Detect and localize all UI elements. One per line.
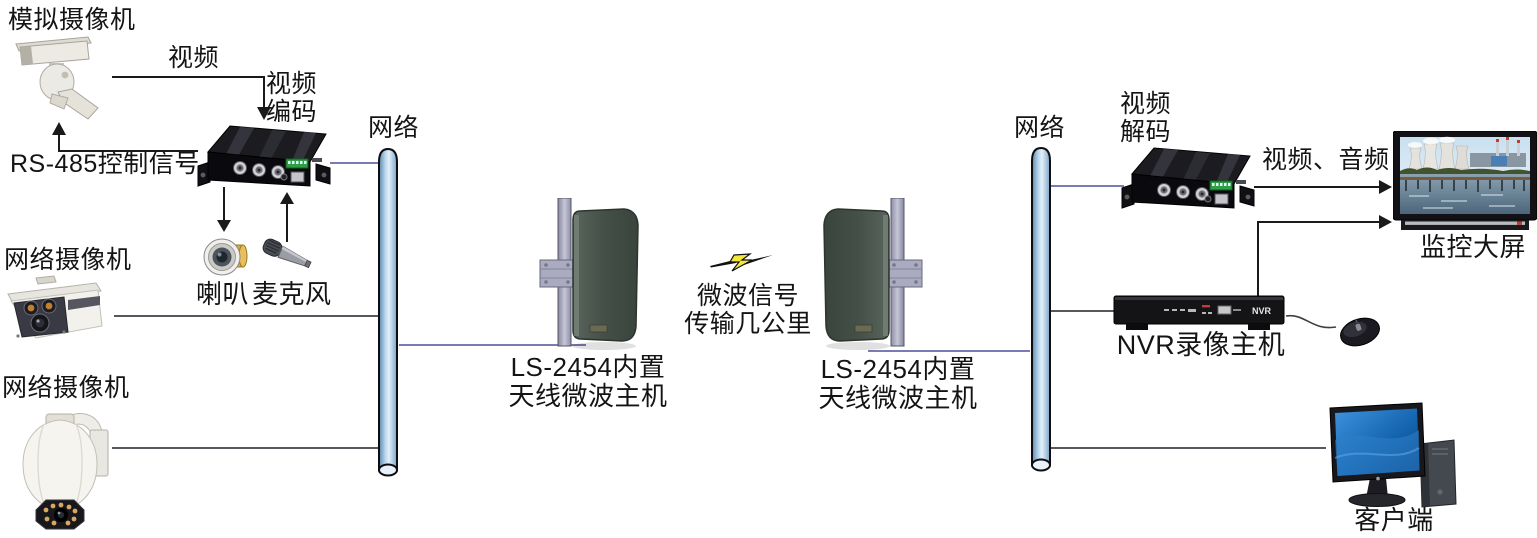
mouse-cable xyxy=(1285,314,1337,329)
microwave-label-line2: 传输几公里 xyxy=(684,310,812,338)
video-link-label: 视频 xyxy=(168,44,220,72)
speaker-arrow-line xyxy=(217,187,231,232)
rs485-signal-line xyxy=(52,122,198,152)
bullet-camera-image xyxy=(7,275,103,339)
rs485-label: RS-485控制信号 xyxy=(10,150,200,178)
network-right-label: 网络 xyxy=(1014,114,1066,142)
monitor-wall-label: 监控大屏 xyxy=(1420,232,1527,262)
mouse-image xyxy=(1340,317,1380,347)
microwave-bolt-icon xyxy=(710,253,773,272)
antenna-left-label: LS-2454内置 天线微波主机 xyxy=(503,353,673,411)
ip-camera-dome-label: 网络摄像机 xyxy=(2,374,130,402)
microwave-antenna-left-image xyxy=(539,198,639,350)
client-pc-image xyxy=(1329,402,1457,508)
video-audio-link-label: 视频、音频 xyxy=(1262,146,1390,174)
dome-camera-image xyxy=(22,413,109,530)
decoder-label-line2: 解码 xyxy=(1120,118,1172,146)
nvr-to-screen-line xyxy=(1257,215,1392,296)
decoder-label-line1: 视频 xyxy=(1120,90,1172,118)
video-signal-line xyxy=(112,76,271,120)
video-decoder-image xyxy=(1121,147,1255,209)
encoder-label-line2: 编码 xyxy=(266,98,318,126)
speaker-label: 喇叭 xyxy=(196,279,250,309)
video-encoder-image xyxy=(197,125,331,187)
network-left-label: 网络 xyxy=(368,114,420,142)
antenna-right-label-line1: LS-2454内置 xyxy=(820,354,976,384)
antenna-right-label-line2: 天线微波主机 xyxy=(818,383,978,413)
encoder-label-line1: 视频 xyxy=(266,70,318,98)
decoder-to-screen-line xyxy=(1254,180,1392,194)
antenna-left-label-line1: LS-2454内置 xyxy=(510,352,666,382)
network-pole-left xyxy=(378,147,398,477)
ip-camera-bullet-label: 网络摄像机 xyxy=(4,246,132,274)
microwave-label-line1: 微波信号 xyxy=(696,282,799,310)
antenna-right-label: LS-2454内置 天线微波主机 xyxy=(813,355,983,413)
microphone-arrow-line xyxy=(280,192,294,242)
nvr-label: NVR录像主机 xyxy=(1116,330,1286,360)
microwave-antenna-right-image xyxy=(823,198,923,350)
speaker-icon xyxy=(203,238,248,276)
client-label: 客户端 xyxy=(1354,505,1434,535)
network-links xyxy=(330,162,1124,352)
device-links xyxy=(112,310,1337,449)
monitor-wall-image xyxy=(1393,131,1537,230)
microwave-link-label: 微波信号 传输几公里 xyxy=(663,282,833,338)
nvr-image: NVR xyxy=(1113,295,1285,330)
analog-camera-label: 模拟摄像机 xyxy=(8,6,136,34)
microphone-label: 麦克风 xyxy=(252,279,332,309)
decoder-label: 视频 解码 xyxy=(1120,90,1171,146)
network-pole-right xyxy=(1031,146,1051,472)
antenna-left-label-line2: 天线微波主机 xyxy=(508,381,668,411)
microphone-icon xyxy=(262,238,312,269)
encoder-label: 视频 编码 xyxy=(266,70,317,126)
analog-ptz-camera-image xyxy=(15,36,99,120)
nvr-badge: NVR xyxy=(1252,306,1272,316)
